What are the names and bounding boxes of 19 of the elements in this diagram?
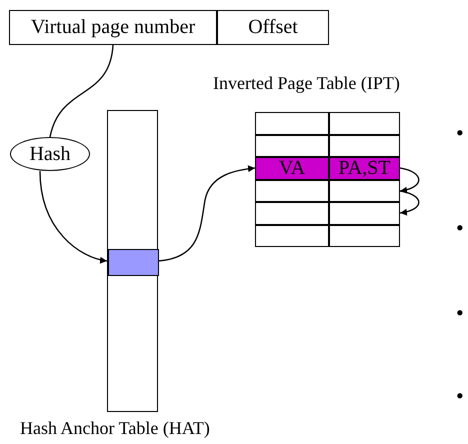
bullet-mark: • bbox=[456, 383, 464, 409]
arrow bbox=[400, 167, 420, 194]
bullet-mark: • bbox=[456, 215, 464, 241]
table-cell: PA,ST bbox=[329, 157, 400, 180]
arrow bbox=[158, 165, 256, 262]
hash-ellipse: Hash bbox=[10, 137, 90, 171]
arrow bbox=[39, 170, 108, 264]
table-cell: VA bbox=[255, 157, 329, 180]
bullet-mark: • bbox=[456, 120, 464, 146]
table-title: Inverted Page Table (IPT) bbox=[213, 73, 400, 94]
address-field: Offset bbox=[217, 10, 329, 45]
table-title: Hash Anchor Table (HAT) bbox=[20, 418, 210, 439]
table-cell bbox=[329, 202, 400, 224]
connector-line bbox=[49, 44, 114, 138]
table-entry bbox=[108, 249, 159, 276]
arrow bbox=[400, 190, 420, 216]
bullet-mark: • bbox=[456, 300, 464, 326]
table-cell bbox=[329, 180, 400, 202]
address-field: Virtual page number bbox=[9, 10, 217, 45]
